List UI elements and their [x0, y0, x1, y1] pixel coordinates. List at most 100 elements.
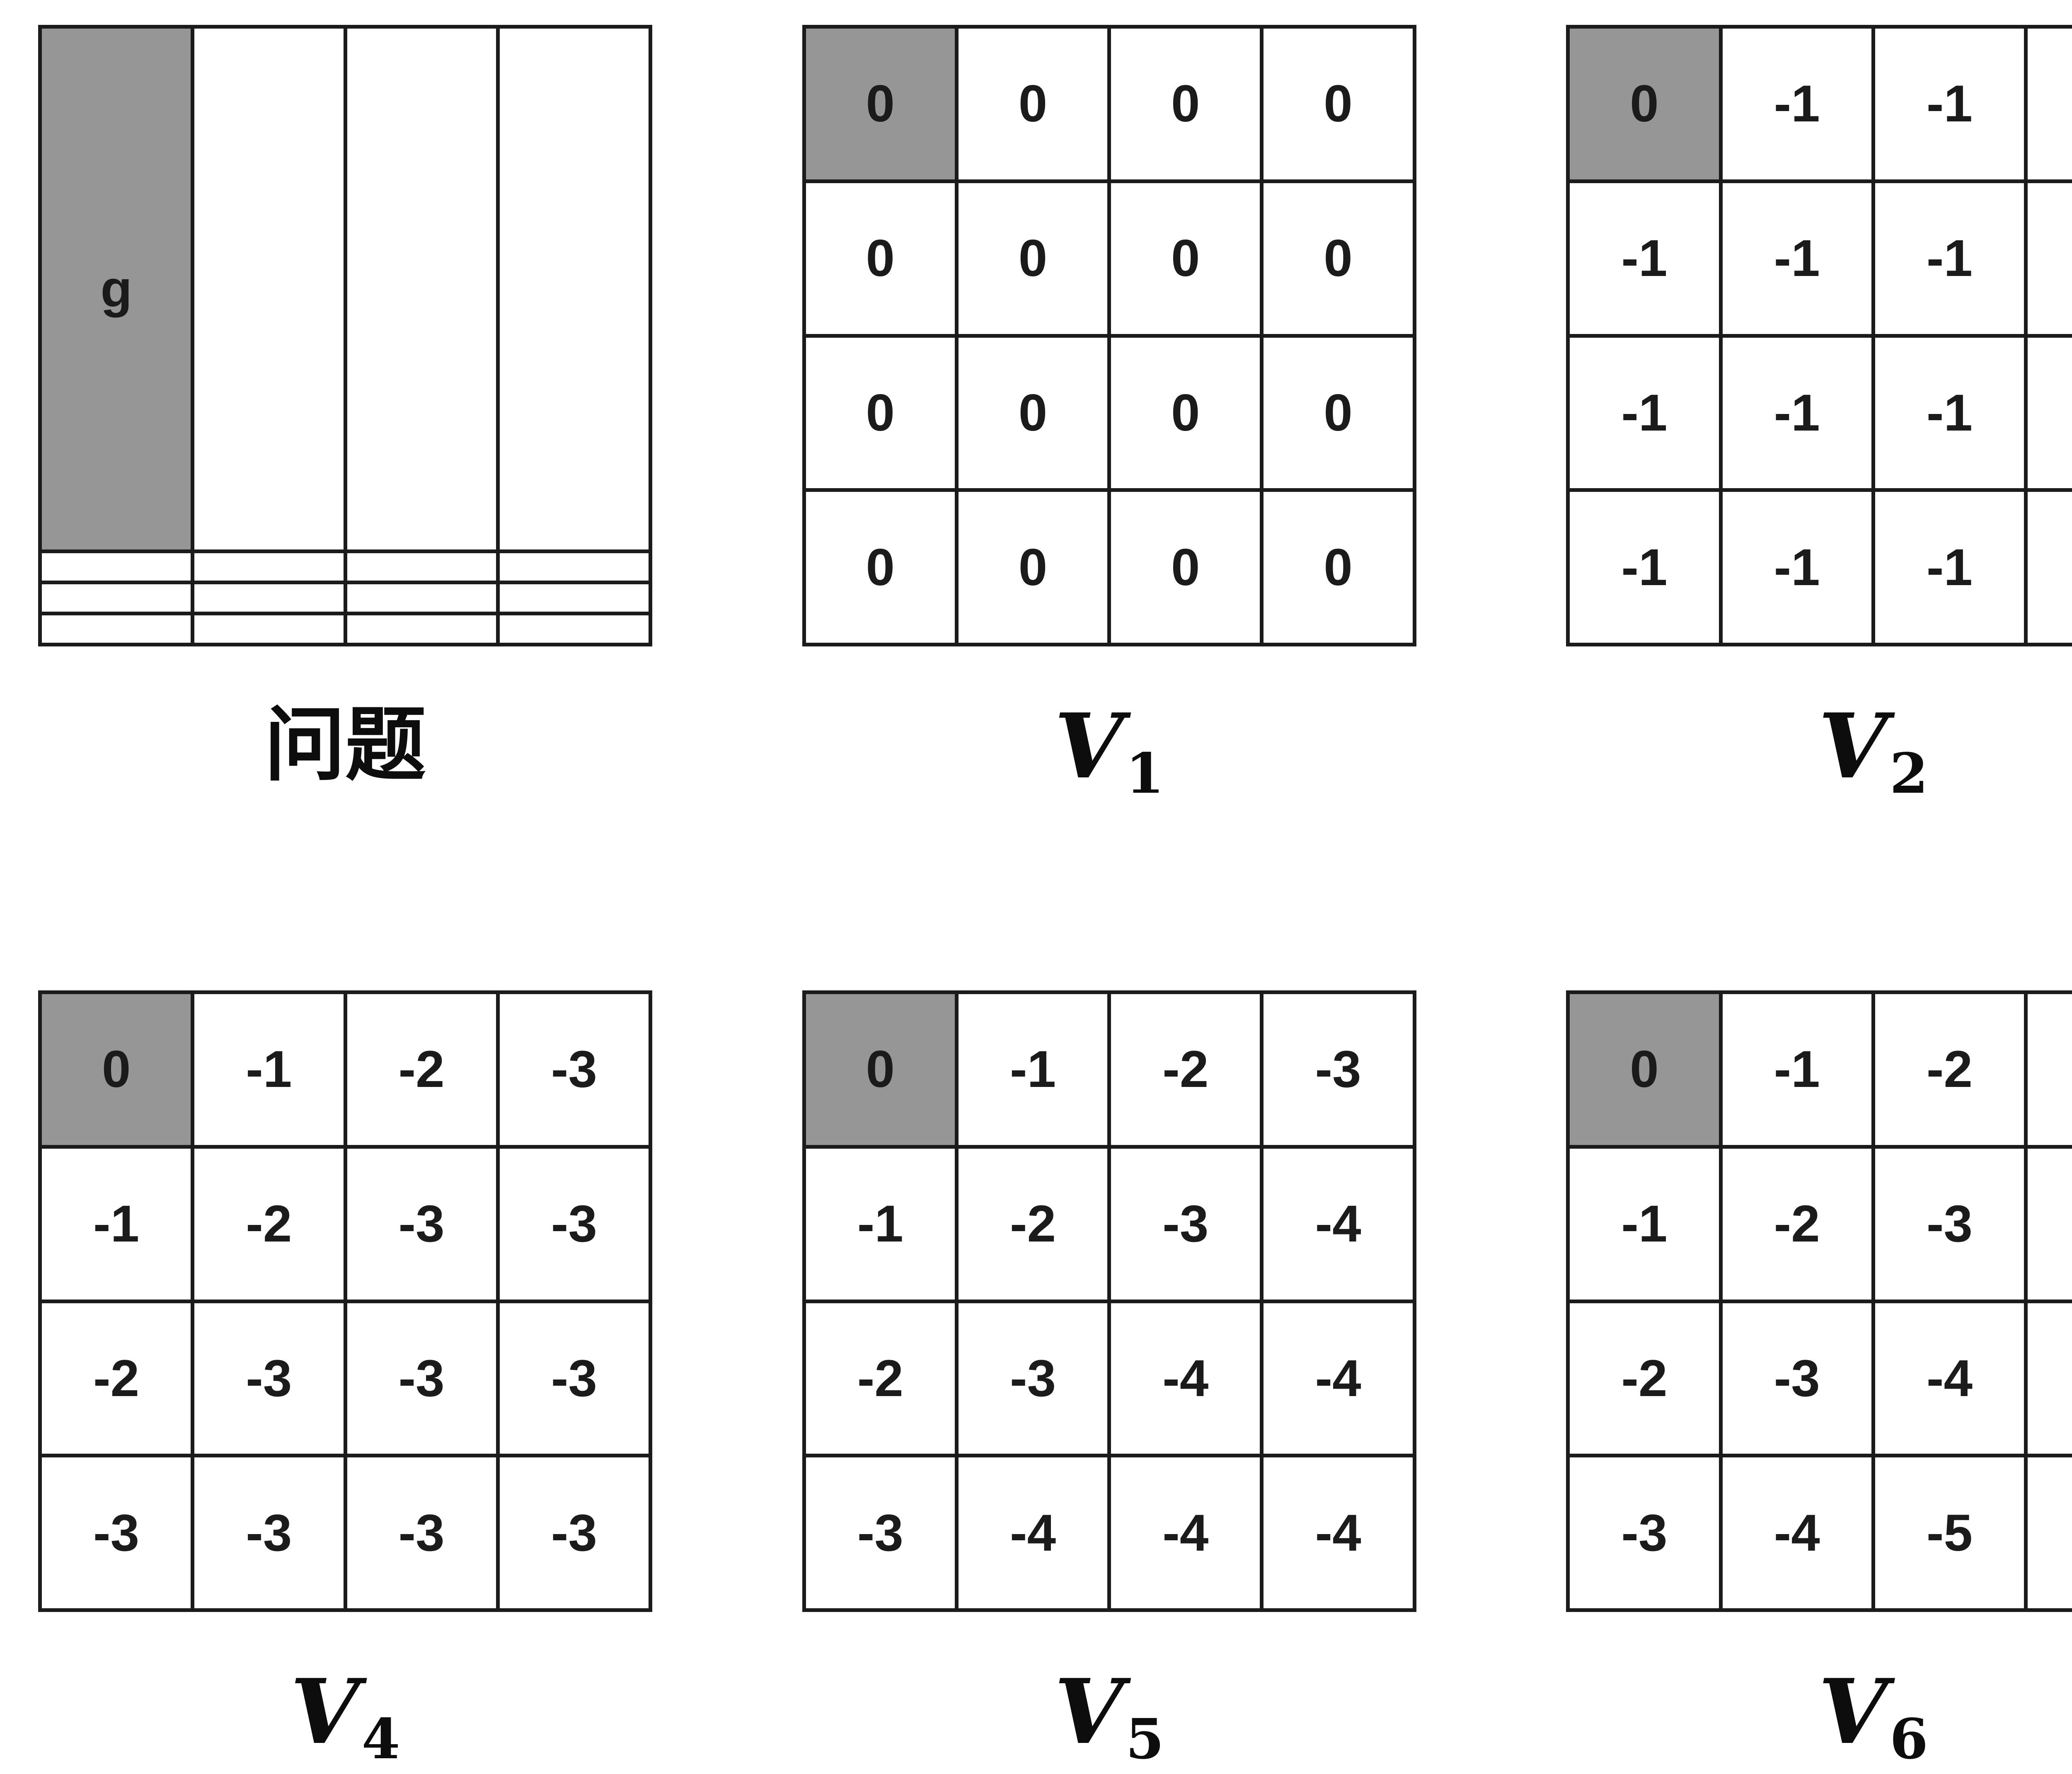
label-text: V2 — [1818, 693, 1928, 806]
grid-cell: -2 — [954, 1145, 1111, 1303]
grid-cell: -1 — [1566, 334, 1723, 492]
grid-cell: -2 — [38, 1299, 195, 1458]
grid-cell-empty — [191, 612, 347, 646]
grid-cell: 0 — [1107, 488, 1264, 646]
label-text: 问题 — [264, 701, 426, 791]
panel-label-v5: V5 — [1054, 1649, 1164, 1774]
grid-table-row: 0-1-2-3 — [38, 990, 653, 1149]
grid-table-row: -2-3-4-4 — [802, 1299, 1416, 1458]
grid-cell: 0 — [802, 334, 959, 492]
grid-cell-empty — [496, 612, 653, 646]
grid-cell: -3 — [38, 1454, 195, 1612]
grid-cell-empty — [343, 24, 500, 554]
grid-cell: -4 — [1107, 1299, 1264, 1458]
grid-cell: -3 — [954, 1299, 1111, 1458]
grid-v5: 0-1-2-3-1-2-3-4-2-3-4-4-3-4-4-4 — [802, 990, 1416, 1612]
panel-problem: g 问题 — [38, 24, 653, 808]
grid-cell: -2 — [1871, 990, 2028, 1149]
grid-cell: -1 — [1566, 1145, 1723, 1303]
grid-cell: -1 — [1871, 25, 2028, 183]
label-text: V6 — [1818, 1659, 1928, 1772]
grid-cell-highlighted: 0 — [1566, 990, 1723, 1149]
grid-cell: -2 — [191, 1145, 347, 1303]
label-subscript: 2 — [1890, 741, 1928, 806]
grid-v6: 0-1-2-3-1-2-3-4-2-3-4-5-3-4-5-5 — [1566, 990, 2072, 1612]
grid-cell: -1 — [1719, 990, 1875, 1149]
grid-cell-empty — [191, 549, 347, 585]
grid-v4: 0-1-2-3-1-2-3-3-2-3-3-3-3-3-3-3 — [38, 990, 653, 1612]
grid-cell: -1 — [38, 1145, 195, 1303]
grid-table-row: 0-1-2-3 — [1566, 990, 2072, 1149]
grid-table-row: -1-2-3-4 — [1566, 1145, 2072, 1303]
grid-cell-highlighted: 0 — [38, 990, 195, 1149]
grid-cell: -5 — [1871, 1454, 2028, 1612]
grid-cell: -1 — [1871, 179, 2028, 338]
grid-cell: 0 — [1107, 179, 1264, 338]
grid-cell: -1 — [191, 990, 347, 1149]
grid-table-row: 0-1-2-3 — [802, 990, 1416, 1149]
grid-cell: -3 — [496, 1299, 653, 1458]
grid-table-row: -1-2-3-4 — [802, 1145, 1416, 1303]
grid-table-row: -2-3-3-3 — [38, 1299, 653, 1458]
grid-cell: -4 — [1260, 1299, 1416, 1458]
grid-cell: 0 — [802, 179, 959, 338]
grid-cell: -3 — [496, 1454, 653, 1612]
grid-cell: 0 — [1260, 179, 1416, 338]
grid-cell: -3 — [191, 1454, 347, 1612]
grid-cell: -3 — [496, 990, 653, 1149]
grid-cell: -3 — [191, 1299, 347, 1458]
grid-cell: -2 — [1107, 990, 1264, 1149]
grid-table-row: -1-1-1-1 — [1566, 334, 2072, 492]
grid-cell-empty — [191, 24, 347, 554]
grid-cell: -1 — [1871, 334, 2028, 492]
grid-table-row: -2-3-4-5 — [1566, 1299, 2072, 1458]
label-subscript: 4 — [361, 1706, 400, 1772]
grid-cell: -1 — [1719, 179, 1875, 338]
grid-table-row — [38, 612, 653, 646]
grid-cell: -1 — [2024, 334, 2072, 492]
grid-cell: -3 — [1260, 990, 1416, 1149]
grid-table-row: 0-1-1-1 — [1566, 25, 2072, 183]
panel-v2: 0-1-1-1-1-1-1-1-1-1-1-1-1-1-1-1 V2 — [1566, 25, 2072, 808]
grid-cell: -3 — [1107, 1145, 1264, 1303]
grid-cell: -1 — [2024, 25, 2072, 183]
grid-cell: -4 — [1260, 1454, 1416, 1612]
grid-cell-empty — [496, 581, 653, 615]
grid-cell: -1 — [2024, 179, 2072, 338]
grid-cell: -5 — [2024, 1299, 2072, 1458]
label-text: V4 — [290, 1659, 400, 1772]
grid-cell: -1 — [954, 990, 1111, 1149]
label-text: V1 — [1054, 693, 1164, 806]
panel-v4: 0-1-2-3-1-2-3-3-2-3-3-3-3-3-3-3 V4 — [38, 990, 653, 1774]
grid-cell-empty — [343, 612, 500, 646]
grid-cell-empty — [343, 549, 500, 585]
grid-cell: 0 — [1260, 334, 1416, 492]
grid-cell: -4 — [1107, 1454, 1264, 1612]
grid-cell: -2 — [1566, 1299, 1723, 1458]
grid-cell: -3 — [1871, 1145, 2028, 1303]
grid-table-row: g — [38, 24, 653, 554]
label-subscript: 1 — [1126, 741, 1164, 806]
grid-cell: -2 — [1719, 1145, 1875, 1303]
grid-cell: 0 — [1260, 488, 1416, 646]
grid-cell: -1 — [1719, 334, 1875, 492]
grid-table-row: -1-2-3-3 — [38, 1145, 653, 1303]
grid-cell: -3 — [343, 1454, 500, 1612]
label-subscript: 5 — [1126, 1706, 1164, 1772]
grid-cell: -1 — [2024, 488, 2072, 646]
grid-cell: -3 — [343, 1299, 500, 1458]
grid-table-row — [38, 581, 653, 615]
grid-cell: -5 — [2024, 1454, 2072, 1612]
grid-cell-empty — [38, 581, 195, 615]
grid-problem: g — [38, 24, 653, 646]
grid-cell: 0 — [954, 488, 1111, 646]
grid-cell: -1 — [1871, 488, 2028, 646]
grid-cell: 0 — [954, 179, 1111, 338]
grid-cell: -3 — [802, 1454, 959, 1612]
